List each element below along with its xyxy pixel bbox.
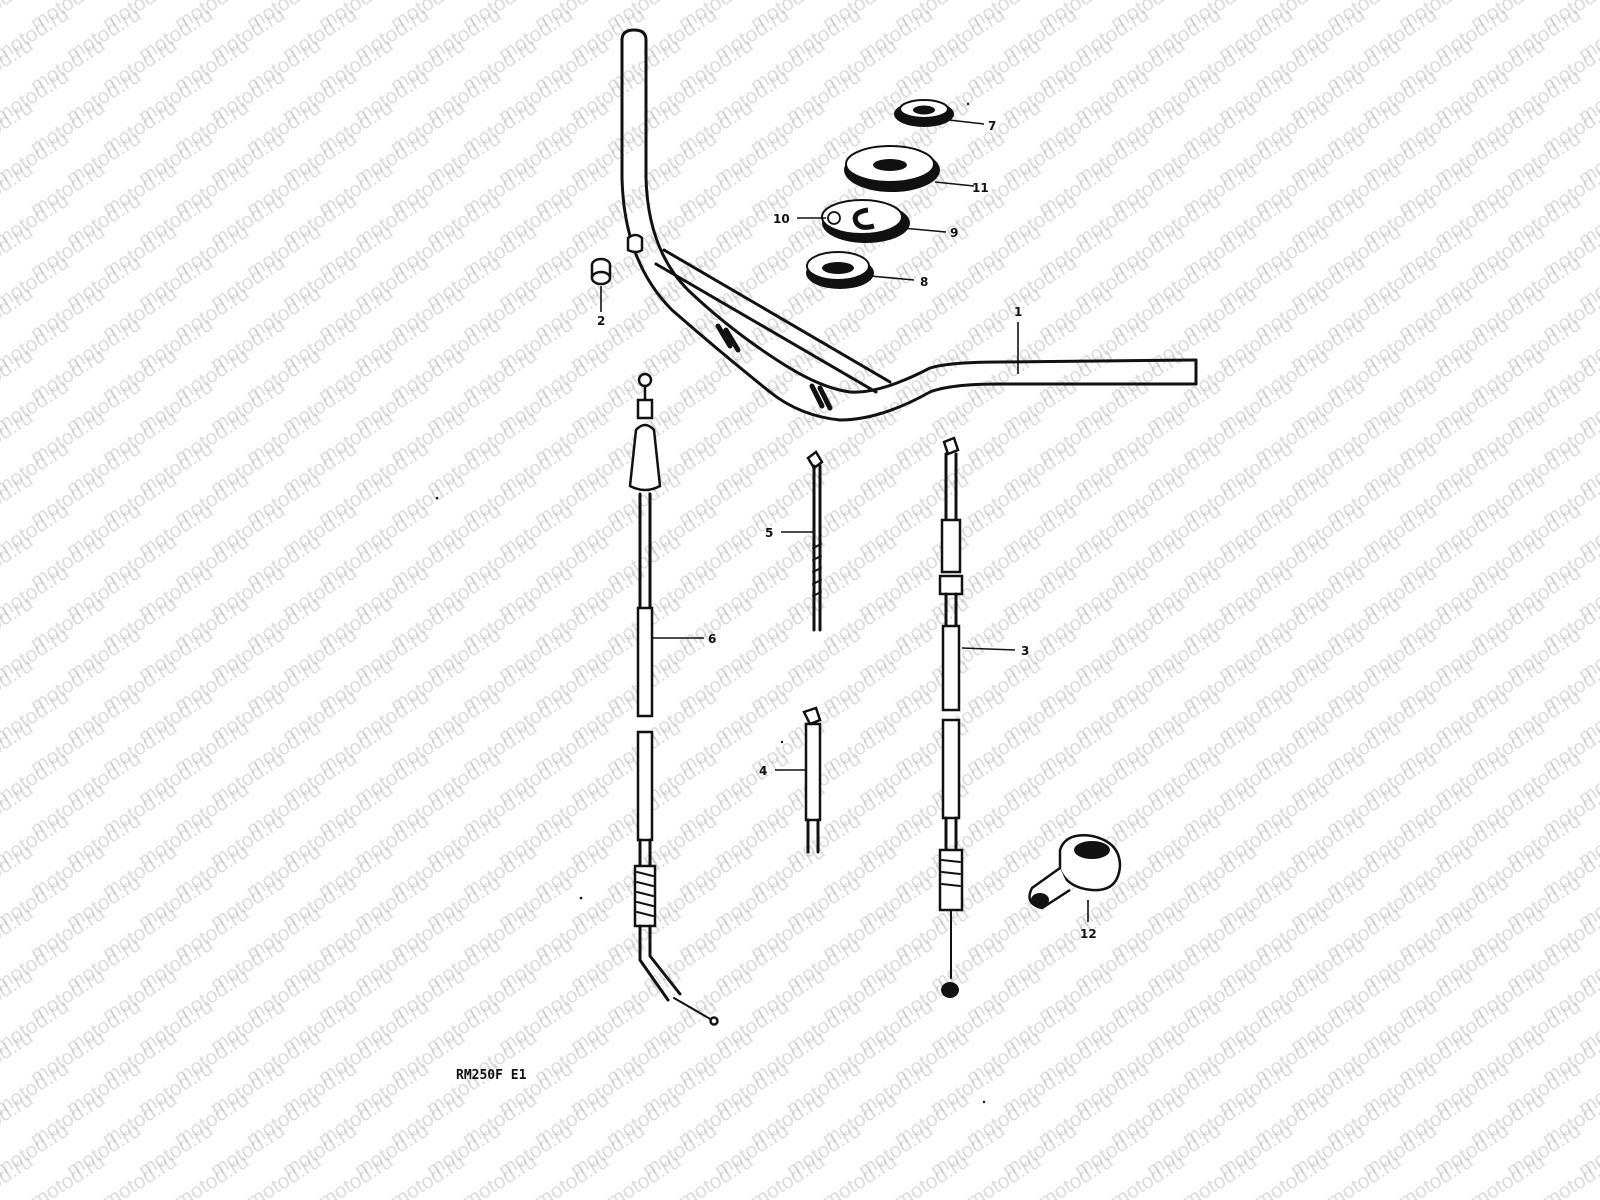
callout-7: 7: [988, 119, 996, 133]
diagram-code: RM250F E1: [456, 1068, 527, 1083]
callout-3: 3: [1021, 644, 1029, 658]
callout-8: 8: [920, 275, 928, 289]
callout-2: 2: [597, 314, 605, 328]
callout-4: 4: [759, 764, 767, 778]
seal-part-8: [806, 251, 874, 289]
washer-part-11: [844, 145, 940, 192]
nut-part-7: [894, 99, 954, 127]
bar-end-plug: [590, 257, 612, 286]
callout-6: 6: [708, 632, 716, 646]
callout-1: 1: [1014, 305, 1022, 319]
callout-11: 11: [972, 181, 989, 195]
cable-part-4: [802, 706, 822, 854]
watermark-text: motod.ru: [1574, 0, 1600, 4]
callout-10: 10: [773, 212, 790, 226]
callout-5: 5: [765, 526, 773, 540]
ball-part-10: [827, 211, 841, 225]
callout-9: 9: [950, 226, 958, 240]
callout-12: 12: [1080, 927, 1097, 941]
